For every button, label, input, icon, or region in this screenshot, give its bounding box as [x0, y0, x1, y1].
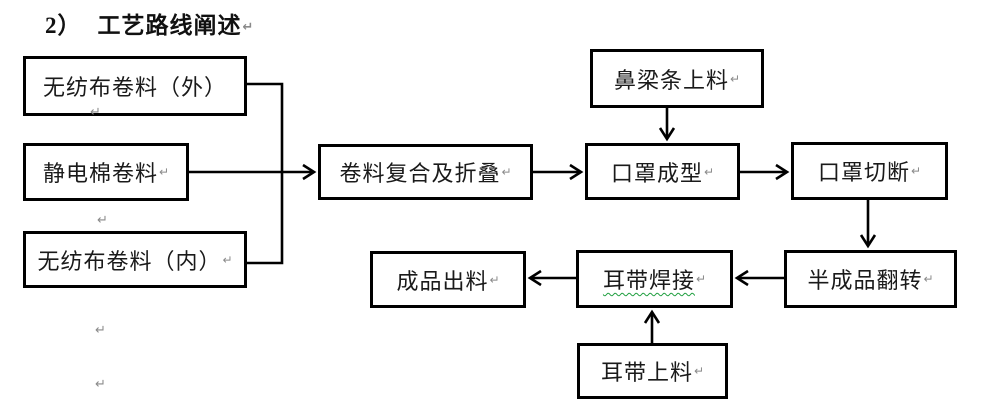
- node-nose-bridge-feed: 鼻梁条上料↵: [590, 49, 764, 108]
- return-mark-icon: ↵: [693, 364, 705, 378]
- node-label: 半成品翻转: [807, 268, 923, 293]
- return-mark-icon: ↵: [910, 164, 922, 178]
- return-mark-icon: ↵: [95, 377, 106, 392]
- node-compound-and-fold: 卷料复合及折叠↵: [318, 144, 533, 200]
- node-electrostatic-cotton: 静电棉卷料↵: [23, 143, 189, 201]
- node-label: 无纺布卷料（外）: [42, 75, 227, 100]
- node-ear-strap-welding: 耳带焊接↵: [576, 250, 733, 308]
- node-finished-output: 成品出料↵: [370, 251, 526, 308]
- node-label: 成品出料: [396, 268, 489, 294]
- node-label: 耳带焊接: [602, 268, 695, 293]
- node-mask-forming: 口罩成型↵: [585, 143, 740, 200]
- return-mark-icon: ↵: [90, 105, 101, 120]
- edge-merge-bracket: [247, 82, 284, 265]
- return-mark-icon: ↵: [158, 165, 170, 179]
- node-semi-finished-flip: 半成品翻转↵: [784, 250, 957, 308]
- node-nonwoven-inner: 无纺布卷料（内）↵: [23, 231, 247, 288]
- title-text: 工艺路线阐述: [97, 13, 242, 38]
- return-mark-icon: ↵: [703, 164, 715, 179]
- return-mark-icon: ↵: [222, 252, 233, 267]
- node-label: 无纺布卷料（内）: [37, 248, 222, 274]
- node-nonwoven-outer: 无纺布卷料（外）: [23, 56, 247, 116]
- node-label: 口罩切断: [817, 160, 910, 185]
- return-mark-icon: ↵: [501, 165, 512, 179]
- return-mark-icon: ↵: [95, 323, 106, 338]
- return-mark-icon: ↵: [729, 71, 741, 86]
- return-mark-icon: ↵: [242, 20, 254, 36]
- page-title: 2） 工艺路线阐述↵: [45, 6, 253, 40]
- node-label: 口罩成型: [610, 160, 703, 186]
- node-mask-cutting: 口罩切断↵: [791, 142, 948, 200]
- return-mark-icon: ↵: [489, 272, 500, 287]
- return-mark-icon: ↵: [695, 272, 707, 286]
- node-label: 鼻梁条上料: [613, 67, 729, 93]
- return-mark-icon: ↵: [97, 213, 108, 228]
- node-label: 耳带上料: [600, 360, 693, 385]
- node-ear-strap-feed: 耳带上料↵: [577, 343, 728, 399]
- node-label: 卷料复合及折叠: [339, 161, 501, 186]
- return-mark-icon: ↵: [923, 272, 934, 286]
- node-label: 静电棉卷料: [42, 161, 158, 186]
- title-number: 2）: [45, 13, 82, 38]
